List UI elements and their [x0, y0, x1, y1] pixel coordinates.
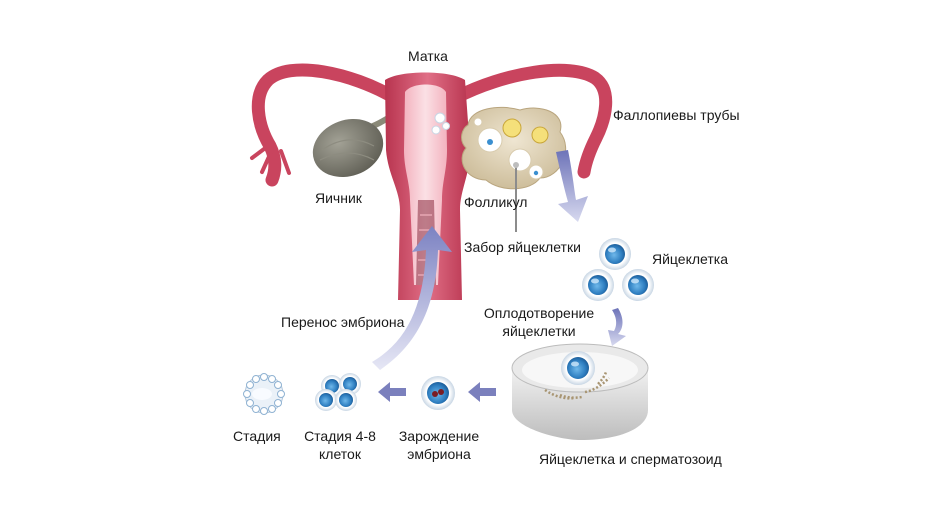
eggs: [582, 238, 654, 301]
label-fertilization-line2: яйцеклетки: [502, 323, 576, 339]
label-stage-4-8-line2: клеток: [319, 446, 361, 462]
arrow-to-dish: [608, 308, 626, 346]
label-stage-4-8: Стадия 4-8 клеток: [300, 427, 380, 463]
label-uterus: Матка: [408, 48, 448, 64]
label-egg-and-sperm: Яйцеклетка и сперматозоид: [539, 451, 722, 467]
embryo-origin-cell: [421, 376, 455, 410]
retrieval-needle: [513, 162, 519, 232]
right-fallopian-tube: [448, 63, 613, 179]
uterus-cells: [431, 112, 450, 135]
label-fallopian-tubes: Фаллопиевы трубы: [613, 107, 740, 123]
arrow-to-egg: [556, 150, 588, 222]
label-follicle: Фолликул: [464, 194, 528, 210]
blastocyst: [243, 373, 285, 415]
arrow-embryo-to-stage48: [378, 382, 406, 402]
label-stage-4-8-line1: Стадия 4-8: [304, 428, 376, 444]
left-fallopian-tube: [250, 63, 402, 187]
label-embryo-origin-line2: эмбриона: [407, 446, 471, 462]
stage-4-8-cells: [315, 373, 361, 411]
follicle-cluster: [461, 106, 566, 190]
arrow-embryo-transfer: [372, 226, 452, 370]
label-stage: Стадия: [233, 428, 281, 444]
label-egg: Яйцеклетка: [652, 251, 728, 267]
arrow-dish-to-embryo: [468, 382, 496, 402]
label-fertilization: Оплодотворение яйцеклетки: [483, 304, 595, 340]
label-embryo-origin-line1: Зарождение: [398, 428, 480, 444]
ovary: [312, 115, 390, 178]
label-embryo-origin: Зарождение эмбриона: [392, 427, 486, 463]
label-fertilization-line1: Оплодотворение: [483, 305, 595, 321]
label-egg-retrieval: Забор яйцеклетки: [464, 239, 581, 255]
label-ovary: Яичник: [315, 190, 362, 206]
label-embryo-transfer: Перенос эмбриона: [281, 314, 405, 330]
petri-dish: [511, 343, 649, 440]
